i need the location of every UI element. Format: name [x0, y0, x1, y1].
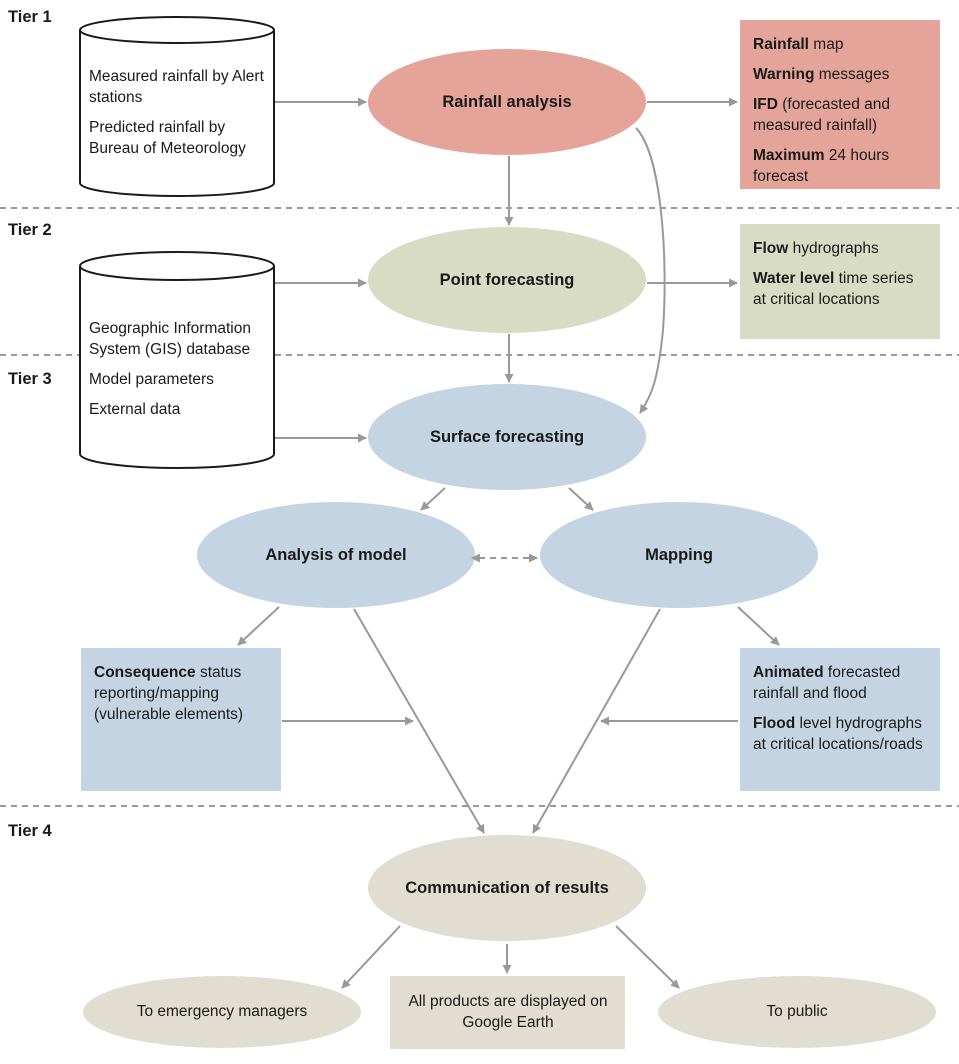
emergency-managers-node: [83, 976, 361, 1048]
arrow-mapping-to-outputs: [737, 606, 780, 646]
tier-label-3: Tier 3: [8, 370, 52, 388]
mapping-label: Mapping: [645, 545, 713, 564]
gis-inputs-text: Geographic Information System (GIS) data…: [89, 318, 274, 429]
rainfall-inputs-text: Measured rainfall by Alert stations Pred…: [89, 66, 271, 168]
google-earth-box: [390, 976, 625, 1049]
mapping-output-box: [740, 648, 940, 791]
input-measured-rainfall: Measured rainfall by Alert stations: [89, 68, 264, 106]
surface-forecasting-node: [368, 384, 646, 490]
communication-node: [368, 835, 646, 941]
rainfall-analysis-node: [368, 49, 646, 155]
output-maximum-forecast: Maximum 24 hours forecast: [753, 147, 890, 185]
consequence-box: [81, 648, 281, 791]
mapping-node: [540, 502, 818, 608]
rainfall-input-database: [79, 16, 275, 197]
output-flow-hydrographs: Flow hydrographs: [753, 240, 879, 257]
input-gis-database: Geographic Information System (GIS) data…: [89, 320, 251, 358]
point-output-box: [740, 224, 940, 339]
analysis-of-model-label: Analysis of model: [265, 545, 407, 564]
tier-label-4: Tier 4: [8, 822, 52, 840]
rainfall-outputs-text: Rainfall map Warning messages IFD (forec…: [740, 26, 940, 204]
point-forecasting-node: [368, 227, 646, 333]
arrow-analysis-to-consequence: [237, 606, 280, 646]
mapping-outputs-text: Animated forecasted rainfall and flood F…: [740, 654, 940, 772]
output-flood-level: Flood level hydrographs at critical loca…: [753, 715, 923, 753]
tier-label-2: Tier 2: [8, 221, 52, 239]
arrow-analysis-to-communication: [353, 608, 485, 834]
output-animated: Animated forecasted rainfall and flood: [753, 664, 901, 702]
surface-forecasting-label: Surface forecasting: [429, 427, 585, 446]
point-forecasting-label: Point forecasting: [439, 270, 575, 289]
arrow-mapping-to-communication: [532, 608, 661, 834]
google-earth-label: All products are displayed on Google Ear…: [408, 993, 608, 1031]
arrow-rainfall-to-surface: [635, 127, 666, 414]
consequence-text: Consequence status reporting/mapping (vu…: [81, 654, 281, 742]
gis-input-database: [79, 251, 275, 469]
input-external-data: External data: [89, 401, 181, 418]
public-node: [658, 976, 936, 1048]
public-label: To public: [766, 1003, 828, 1020]
arrow-surface-to-mapping: [568, 487, 594, 511]
rainfall-analysis-label: Rainfall analysis: [442, 92, 572, 111]
arrow-communication-to-public: [615, 925, 680, 989]
input-model-parameters: Model parameters: [89, 371, 214, 388]
rainfall-output-box: [740, 20, 940, 189]
input-predicted-rainfall: Predicted rainfall by Bureau of Meteorol…: [89, 119, 246, 157]
output-water-level: Water level time series at critical loca…: [753, 270, 914, 308]
arrow-communication-to-emergency: [341, 925, 401, 989]
analysis-of-model-node: [197, 502, 475, 608]
point-outputs-text: Flow hydrographs Water level time series…: [740, 230, 940, 327]
output-warning-messages: Warning messages: [753, 66, 890, 83]
output-rainfall-map: Rainfall map: [753, 36, 844, 53]
tier-label-1: Tier 1: [8, 8, 52, 26]
output-ifd: IFD (forecasted and measured rainfall): [753, 96, 890, 134]
emergency-managers-label: To emergency managers: [136, 1003, 308, 1020]
arrow-surface-to-analysis: [420, 487, 446, 511]
communication-label: Communication of results: [405, 878, 609, 897]
output-consequence: Consequence status reporting/mapping (vu…: [94, 664, 244, 723]
